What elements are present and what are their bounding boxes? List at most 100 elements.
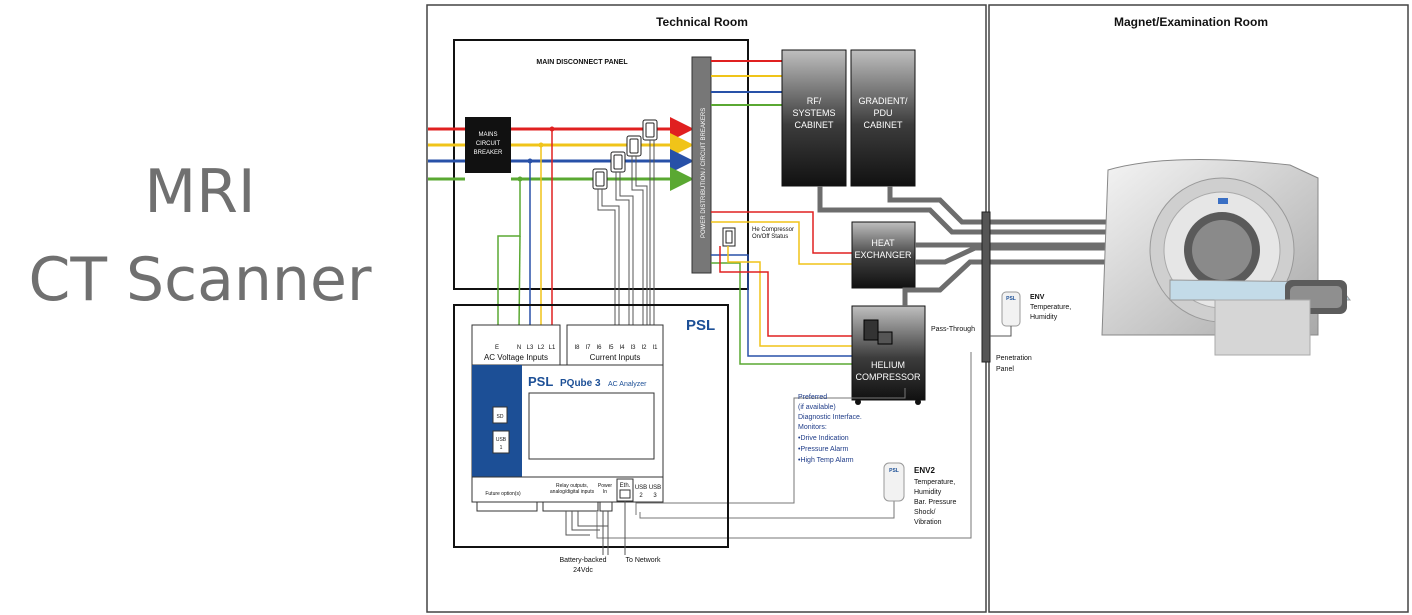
diag-item3: •High Temp Alarm <box>798 457 854 464</box>
battery-label-2: 24Vdc <box>573 567 593 574</box>
compressor-feed <box>711 211 852 365</box>
helium-compressor <box>851 305 926 401</box>
usb2-label: USB <box>635 485 647 491</box>
heat-exchanger-label-2: EXCHANGER <box>854 250 912 260</box>
diag-line2: (if available) <box>798 404 836 411</box>
diagnostic-wire <box>635 388 906 515</box>
breaker-label-3: BREAKER <box>474 150 503 156</box>
env2-line4: Shock/ <box>914 509 935 516</box>
env-line1: Temperature, <box>1030 304 1071 311</box>
diag-line3: Diagnostic Interface. <box>798 414 862 421</box>
rf-cabinet-feed <box>711 60 782 106</box>
heat-exchanger <box>851 221 916 289</box>
analyzer-enclosure <box>453 304 729 548</box>
analyzer-logo: PSL <box>686 317 715 334</box>
helium-compressor-label-1: HELIUM <box>871 360 905 370</box>
diag-line1: Preferred <box>798 394 827 401</box>
breaker-label-1: MAINS <box>478 132 497 138</box>
term-i5: I5 <box>608 345 614 351</box>
current-inputs-label: Current Inputs <box>590 353 641 362</box>
sd-label: SD <box>497 414 504 420</box>
term-i1: I1 <box>652 345 658 351</box>
pqube-brand: PSL <box>528 374 553 389</box>
relay-label-2: analog/digital inputs <box>550 489 595 495</box>
pqube-subtitle: AC Analyzer <box>608 381 647 388</box>
power-in-label-2: In <box>603 489 607 495</box>
usb2-number: 2 <box>639 493 643 499</box>
env-badge: PSL <box>1006 296 1016 302</box>
network-label: To Network <box>625 557 661 564</box>
env2-line2: Humidity <box>914 489 942 496</box>
he-status-label-1: He Compressor <box>752 227 794 233</box>
ethernet-label: Eth. <box>620 483 631 489</box>
term-e: E <box>495 345 499 351</box>
usb3-number: 3 <box>653 493 657 499</box>
breaker-label-2: CIRCUIT <box>476 141 501 147</box>
gradient-cabinet-label-1: GRADIENT/ <box>858 96 908 106</box>
mains-circuit-breaker <box>465 117 511 173</box>
usb3-label: USB <box>649 485 661 491</box>
term-i4: I4 <box>619 345 625 351</box>
rf-cabinet-label-1: RF/ <box>807 96 822 106</box>
current-transformers <box>592 119 658 190</box>
gradient-pdu-cabinet <box>850 49 916 187</box>
gradient-cabinet-label-3: CABINET <box>863 120 903 130</box>
system-cables <box>817 186 1120 306</box>
he-status-label-2: On/Off Status <box>752 234 788 240</box>
pqube-model: PQube 3 <box>560 378 601 389</box>
term-i6: I6 <box>596 345 602 351</box>
main-disconnect-panel-label: MAIN DISCONNECT PANEL <box>536 59 628 66</box>
term-i3: I3 <box>630 345 636 351</box>
heat-exchanger-label-1: HEAT <box>871 238 895 248</box>
rf-cabinet-label-3: CABINET <box>794 120 834 130</box>
diag-line4: Monitors: <box>798 424 827 431</box>
future-options-label: Future option(s) <box>485 491 521 497</box>
diag-item2: •Pressure Alarm <box>798 446 848 453</box>
term-i2: I2 <box>641 345 647 351</box>
helium-compressor-label-2: COMPRESSOR <box>855 372 921 382</box>
term-i8: I8 <box>574 345 580 351</box>
env2-line1: Temperature, <box>914 479 955 486</box>
env-title: ENV <box>1030 294 1045 301</box>
env-line2: Humidity <box>1030 314 1058 321</box>
ct-wires <box>597 140 655 330</box>
sd-slot <box>492 406 508 424</box>
gradient-cabinet-label-2: PDU <box>873 108 892 118</box>
usb1-port <box>492 430 510 454</box>
battery-label-1: Battery-backed <box>559 557 606 564</box>
diag-item1: •Drive Indication <box>798 435 849 442</box>
slide-title-line2: CT Scanner <box>28 245 372 315</box>
penetration-label-2: Panel <box>996 366 1014 373</box>
usb1-number: 1 <box>500 445 503 451</box>
env2-title: ENV2 <box>914 466 935 475</box>
term-l3: L3 <box>527 345 534 351</box>
term-l1: L1 <box>549 345 556 351</box>
main-disconnect-panel <box>453 39 749 290</box>
rf-systems-cabinet <box>781 49 847 187</box>
ac-voltage-label: AC Voltage Inputs <box>484 353 548 362</box>
voltage-tap-wires <box>497 129 553 331</box>
relay-label-1: Relay outputs, <box>556 483 588 489</box>
rf-cabinet-label-2: SYSTEMS <box>792 108 835 118</box>
term-i7: I7 <box>585 345 591 351</box>
power-distribution-label: POWER DISTRIBUTION / CIRCUIT BREAKERS <box>701 108 707 238</box>
env2-sensor <box>883 462 905 502</box>
term-l2: L2 <box>538 345 545 351</box>
mri-scanner <box>1101 159 1352 356</box>
magnet-room-label: Magnet/Examination Room <box>1114 15 1268 29</box>
power-distribution-bar <box>691 56 712 274</box>
ac-voltage-terminal <box>471 324 561 366</box>
env2-line3: Bar. Pressure <box>914 499 957 506</box>
slide-title-line1: MRI <box>144 157 256 227</box>
technical-room-label: Technical Room <box>656 15 748 29</box>
term-n: N <box>517 345 521 351</box>
pqube-display <box>528 392 655 460</box>
pass-through-label: Pass-Through <box>931 326 975 333</box>
bottom-wires <box>565 501 626 555</box>
power-in-label-1: Power <box>598 483 613 489</box>
usb1-label: USB <box>496 437 507 443</box>
env2-badge: PSL <box>889 468 899 474</box>
penetration-label-1: Penetration <box>996 355 1032 362</box>
env2-line5: Vibration <box>914 519 942 526</box>
